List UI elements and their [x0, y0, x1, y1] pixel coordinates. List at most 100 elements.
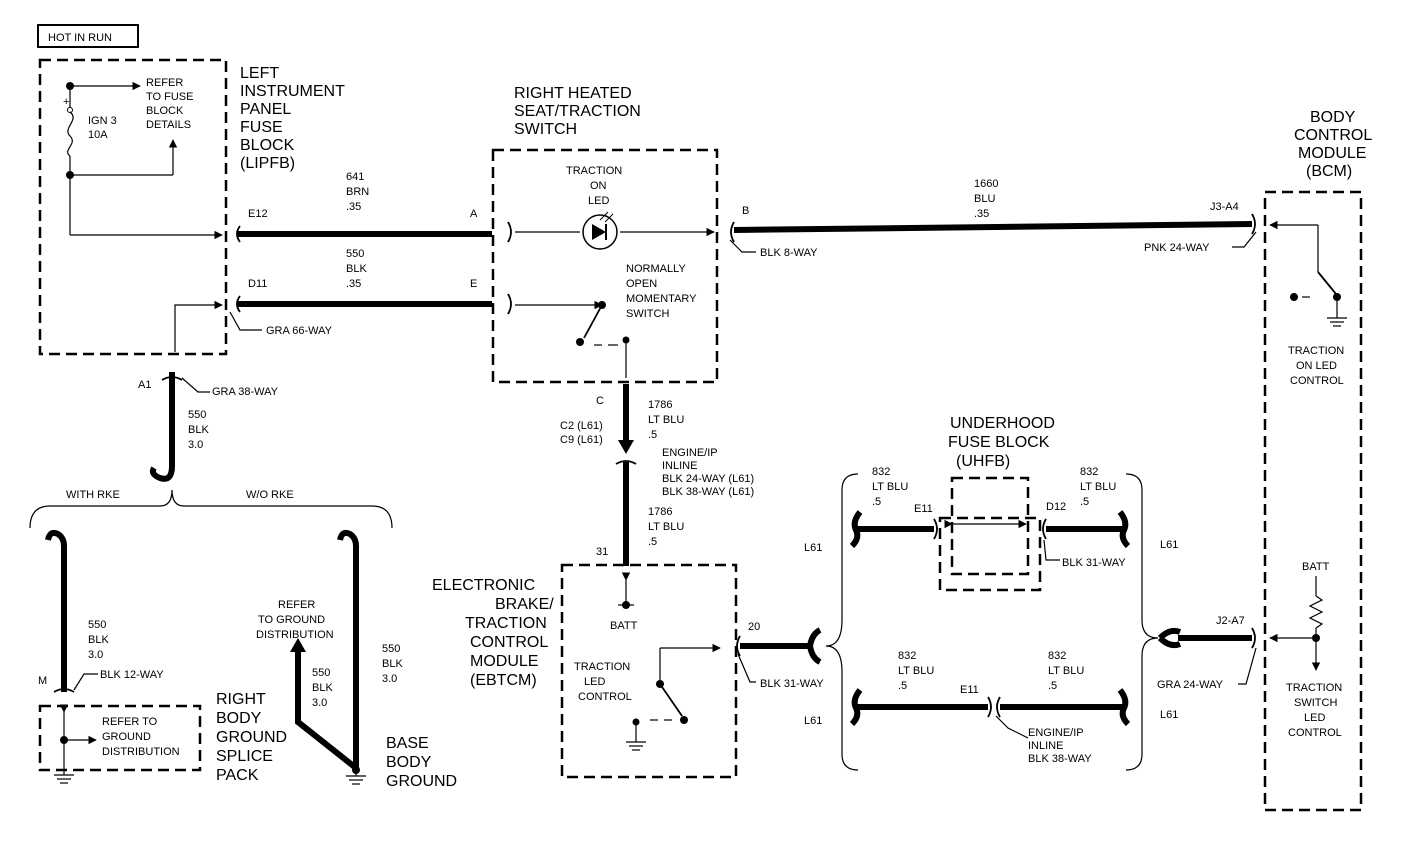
ebtcm-title: ELECTRONIC BRAKE/ TRACTION CONTROL MODUL… — [432, 577, 554, 689]
uhfb-title: UNDERHOOD FUSE BLOCK (UHFB) — [948, 415, 1055, 470]
svg-text:BLK: BLK — [312, 682, 333, 694]
l61-right-brace — [1125, 473, 1159, 771]
l61-left-brace — [825, 473, 859, 771]
svg-text:LED: LED — [588, 195, 609, 207]
svg-text:CONTROL: CONTROL — [1288, 727, 1342, 739]
svg-text:CONTROL: CONTROL — [1294, 127, 1372, 144]
base-ground-symbol — [346, 766, 366, 785]
svg-text:DISTRIBUTION: DISTRIBUTION — [256, 629, 334, 641]
blk12-leader — [73, 673, 98, 691]
gra66-leader — [229, 311, 262, 331]
wire-550-rke-hook — [45, 529, 67, 547]
wire-550-a1-label: 550 BLK 3.0 — [188, 409, 209, 451]
svg-text:DISTRIBUTION: DISTRIBUTION — [102, 746, 180, 758]
wire-550-ground-a — [295, 650, 358, 771]
pin-e: E — [470, 278, 477, 290]
pin-j3-a4: J3-A4 — [1210, 201, 1239, 213]
svg-text:3.0: 3.0 — [88, 649, 103, 661]
wire-832-ul-label: 832 LT BLU .5 — [872, 466, 908, 508]
svg-text:TO GROUND: TO GROUND — [258, 614, 325, 626]
svg-text:REFER: REFER — [146, 77, 183, 89]
without-rke-label: W/O RKE — [246, 489, 294, 501]
svg-text:BLOCK: BLOCK — [146, 105, 184, 117]
lipfb-title: LEFT INSTRUMENT PANEL FUSE BLOCK (LIPFB) — [240, 65, 345, 172]
refer-fuse-block-details: REFER TO FUSE BLOCK DETAILS — [146, 77, 193, 131]
connector-e — [507, 293, 512, 315]
svg-text:3.0: 3.0 — [188, 439, 203, 451]
pin-e11-uhfb: E11 — [914, 503, 933, 515]
svg-text:FUSE BLOCK: FUSE BLOCK — [948, 434, 1050, 451]
engine-ip-inline-label: ENGINE/IP INLINE BLK 24-WAY (L61) BLK 38… — [662, 447, 754, 498]
wire-550-a1-hook — [149, 465, 175, 482]
gra24-leader — [1238, 647, 1257, 685]
wire-832-lr-label: 832 LT BLU .5 — [1048, 650, 1084, 692]
svg-text:MODULE: MODULE — [1298, 145, 1366, 162]
svg-text:INLINE: INLINE — [1028, 740, 1063, 752]
svg-text:832: 832 — [898, 650, 916, 662]
traction-on-led-label: TRACTION ON LED — [566, 165, 622, 207]
svg-text:GROUND: GROUND — [102, 731, 151, 743]
svg-text:.5: .5 — [648, 429, 657, 441]
wire-550-rke-label: 550 BLK 3.0 — [88, 619, 109, 661]
svg-text:BRN: BRN — [346, 186, 369, 198]
wire-550-ground-b-label: 550 BLK 3.0 — [382, 643, 403, 685]
svg-text:.35: .35 — [346, 201, 361, 213]
l61-right-top: L61 — [1160, 539, 1178, 551]
svg-text:(LIPFB): (LIPFB) — [240, 155, 295, 172]
svg-text:DETAILS: DETAILS — [146, 119, 191, 131]
svg-text:NORMALLY: NORMALLY — [626, 263, 686, 275]
svg-text:MODULE: MODULE — [470, 653, 538, 670]
gra-38-way-label: GRA 38-WAY — [212, 386, 279, 398]
switch-box — [491, 148, 719, 384]
svg-text:INSTRUMENT: INSTRUMENT — [240, 83, 345, 100]
pin-b: B — [742, 205, 749, 217]
uhfb-outer-box — [938, 516, 1042, 592]
svg-text:BRAKE/: BRAKE/ — [495, 596, 554, 613]
fuse-rating: 10A — [88, 129, 108, 141]
svg-text:TRACTION: TRACTION — [1288, 345, 1344, 357]
blk-12-way-label: BLK 12-WAY — [100, 669, 164, 681]
wire-832-lr-hook — [1117, 688, 1131, 727]
svg-text:(UHFB): (UHFB) — [956, 453, 1010, 470]
svg-text:.5: .5 — [872, 496, 881, 508]
svg-text:1786: 1786 — [648, 506, 672, 518]
svg-text:MOMENTARY: MOMENTARY — [626, 293, 697, 305]
wire-550-ground-b-hook — [337, 529, 359, 547]
svg-text:BLK 24-WAY (L61): BLK 24-WAY (L61) — [662, 473, 754, 485]
svg-text:TRACTION: TRACTION — [566, 165, 622, 177]
svg-text:.5: .5 — [1080, 496, 1089, 508]
bcm-traction-on-led-control-label: TRACTION ON LED CONTROL — [1288, 345, 1344, 387]
svg-text:TO FUSE: TO FUSE — [146, 91, 193, 103]
svg-text:TRACTION: TRACTION — [574, 661, 630, 673]
blk8-leader — [729, 239, 756, 253]
wire-550-top-label: 550 BLK .35 — [346, 248, 367, 290]
ebtcm-switch-symbol — [626, 643, 721, 751]
engine-ip-inline-lower-label: ENGINE/IP INLINE BLK 38-WAY — [1028, 727, 1092, 765]
wire-641-label: 641 BRN .35 — [346, 171, 369, 213]
svg-text:ENGINE/IP: ENGINE/IP — [1028, 727, 1084, 739]
hot-in-run-label: HOT IN RUN — [48, 32, 112, 44]
svg-text:GROUND: GROUND — [386, 773, 457, 790]
wire-832-ur-hook — [1117, 510, 1131, 549]
gra38-leader — [181, 377, 210, 393]
connector-e12 — [236, 225, 241, 243]
wire-832-split — [807, 627, 822, 665]
ebtcm-batt-label: BATT — [610, 620, 638, 632]
blk-31-way-ebtcm-label: BLK 31-WAY — [760, 678, 824, 690]
pin-a: A — [470, 208, 478, 220]
svg-text:.35: .35 — [346, 278, 361, 290]
ebtcm-box — [560, 563, 738, 779]
bcm-title: BODY CONTROL MODULE (BCM) — [1294, 109, 1372, 180]
svg-text:LT BLU: LT BLU — [872, 481, 908, 493]
switch-title: RIGHT HEATED SEAT/TRACTION SWITCH — [514, 85, 641, 138]
svg-text:UNDERHOOD: UNDERHOOD — [950, 415, 1055, 432]
pin-m: M — [38, 675, 47, 687]
ground-arrow-up — [290, 638, 306, 652]
svg-text:550: 550 — [346, 248, 364, 260]
l61-left-bottom: L61 — [804, 715, 822, 727]
svg-text:.5: .5 — [1048, 680, 1057, 692]
pin-a1: A1 — [138, 379, 151, 391]
led-symbol — [515, 211, 715, 250]
inline-lower-leader — [995, 715, 1029, 739]
